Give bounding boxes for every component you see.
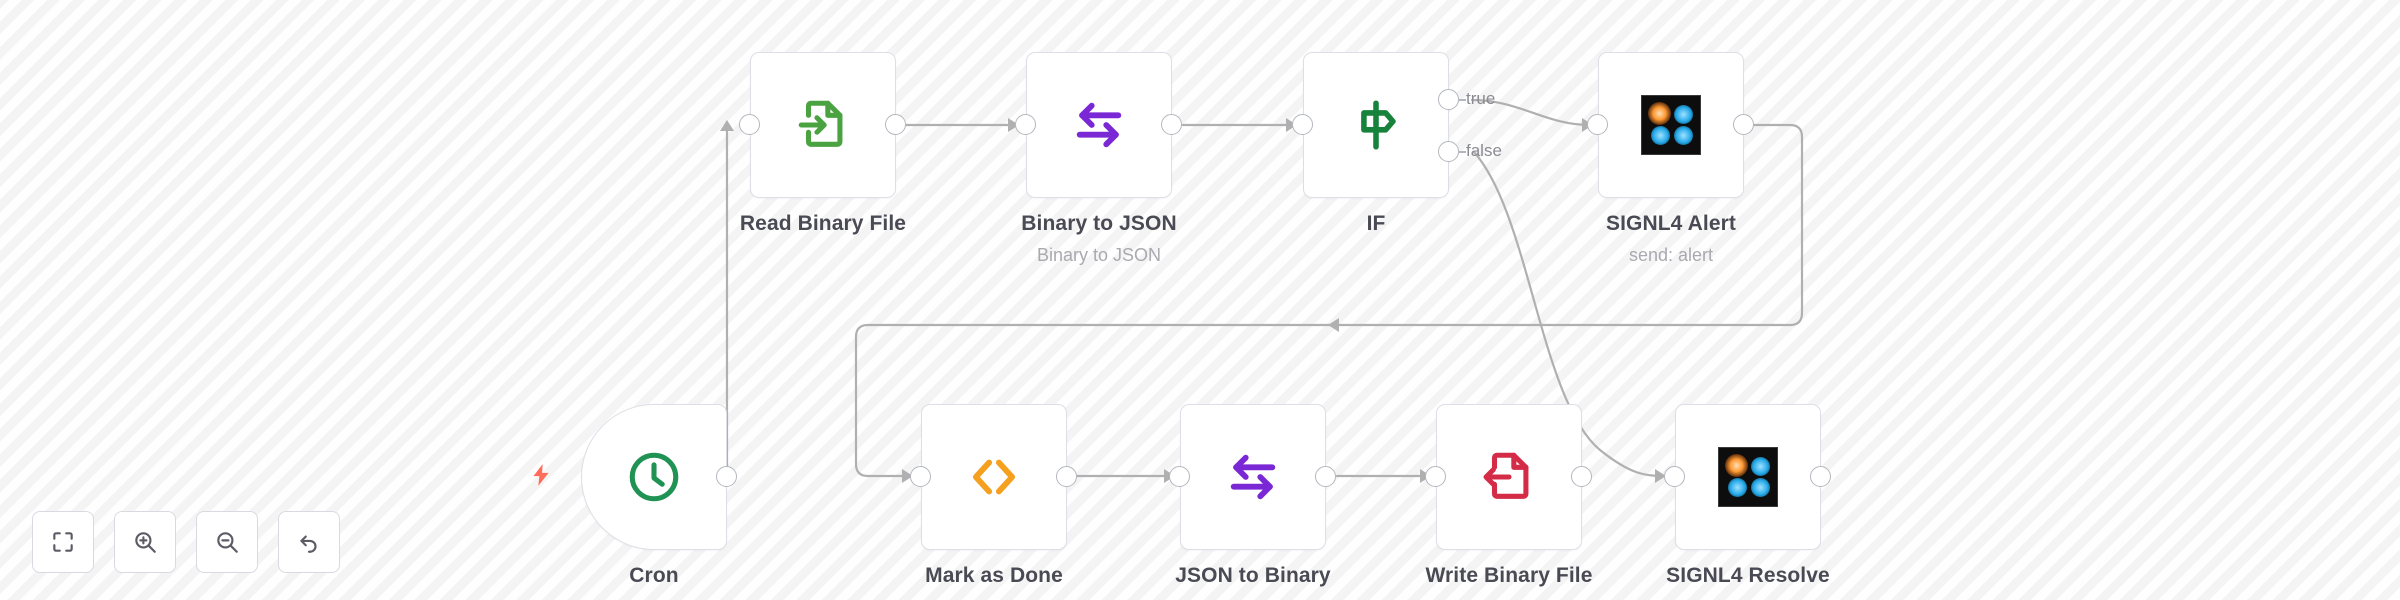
port-tick-true [1459,99,1466,101]
signpost-icon [1345,94,1407,156]
endpoint-signl4-resolve-input[interactable] [1664,466,1685,487]
node-json-to-binary[interactable] [1180,404,1326,550]
port-tick-false [1459,151,1466,153]
node-signl4-alert[interactable] [1598,52,1744,198]
endpoint-mark-as-done-input[interactable] [910,466,931,487]
reset-zoom-button[interactable] [278,511,340,573]
signl4-logo-icon [1717,446,1779,508]
file-export-icon [1478,446,1540,508]
signl4-dot-bottom-left [1651,126,1670,145]
endpoint-mark-as-done-output[interactable] [1056,466,1077,487]
node-write-binary-file[interactable] [1436,404,1582,550]
endpoint-signl4-resolve-output[interactable] [1810,466,1831,487]
canvas-toolbar [32,511,340,573]
arrowhead-return-loop [1328,318,1339,332]
signl4-dot-bottom-right [1674,126,1693,145]
signl4-dot-orange [1648,102,1671,125]
endpoint-write-binary-file-input[interactable] [1425,466,1446,487]
swap-arrows-icon [1222,446,1284,508]
endpoint-json-to-binary-output[interactable] [1315,466,1336,487]
node-sublabel-binary-to-json: Binary to JSON [1036,245,1162,265]
endpoint-if-output-true[interactable] [1438,89,1459,110]
zoom-out-icon [214,529,240,555]
signl4-dot-top-right [1751,457,1770,476]
node-mark-as-done[interactable] [921,404,1067,550]
signl4-dot-orange [1725,454,1748,477]
node-read-binary-file[interactable] [750,52,896,198]
node-label-signl4-alert: SIGNL4 Alert [1606,212,1736,235]
signl4-dot-bottom-right [1751,478,1770,497]
endpoint-read-binary-file-input[interactable] [739,114,760,135]
node-label-cron: Cron [629,564,679,587]
endpoint-binary-to-json-input[interactable] [1015,114,1036,135]
node-label-read-binary-file: Read Binary File [739,212,907,235]
endpoint-signl4-alert-input[interactable] [1587,114,1608,135]
node-label-json-to-binary: JSON to Binary [1175,564,1331,587]
arrowhead-cron-to-read-binary-file [720,120,734,131]
node-if[interactable] [1303,52,1449,198]
node-label-binary-to-json: Binary to JSON [1021,212,1177,235]
signl4-dot-bottom-left [1728,478,1747,497]
endpoint-cron-output[interactable] [716,466,737,487]
zoom-to-fit-icon [50,529,76,555]
node-binary-to-json[interactable] [1026,52,1172,198]
reset-zoom-icon [296,529,322,555]
port-label-if-false: false [1466,141,1502,160]
clock-icon [623,446,685,508]
node-label-mark-as-done: Mark as Done [925,564,1063,587]
zoom-in-button[interactable] [114,511,176,573]
endpoint-write-binary-file-output[interactable] [1571,466,1592,487]
node-signl4-resolve[interactable] [1675,404,1821,550]
signl4-logo-icon [1640,94,1702,156]
lightning-bolt-icon [528,460,554,495]
port-label-if-true: true [1466,89,1496,108]
node-label-write-binary-file: Write Binary File [1425,564,1593,587]
endpoint-binary-to-json-output[interactable] [1161,114,1182,135]
file-import-icon [792,94,854,156]
zoom-out-button[interactable] [196,511,258,573]
node-label-if: IF [1366,212,1386,235]
node-label-signl4-resolve: SIGNL4 Resolve [1666,564,1830,587]
node-sublabel-signl4-alert: send: alert [1628,245,1714,265]
endpoint-read-binary-file-output[interactable] [885,114,906,135]
endpoint-if-input[interactable] [1292,114,1313,135]
endpoint-json-to-binary-input[interactable] [1169,466,1190,487]
swap-arrows-icon [1068,94,1130,156]
code-brackets-icon [963,446,1025,508]
endpoint-if-output-false[interactable] [1438,141,1459,162]
endpoint-signl4-alert-output[interactable] [1733,114,1754,135]
node-cron[interactable] [581,404,727,550]
zoom-to-fit-button[interactable] [32,511,94,573]
zoom-in-icon [132,529,158,555]
signl4-dot-top-right [1674,105,1693,124]
